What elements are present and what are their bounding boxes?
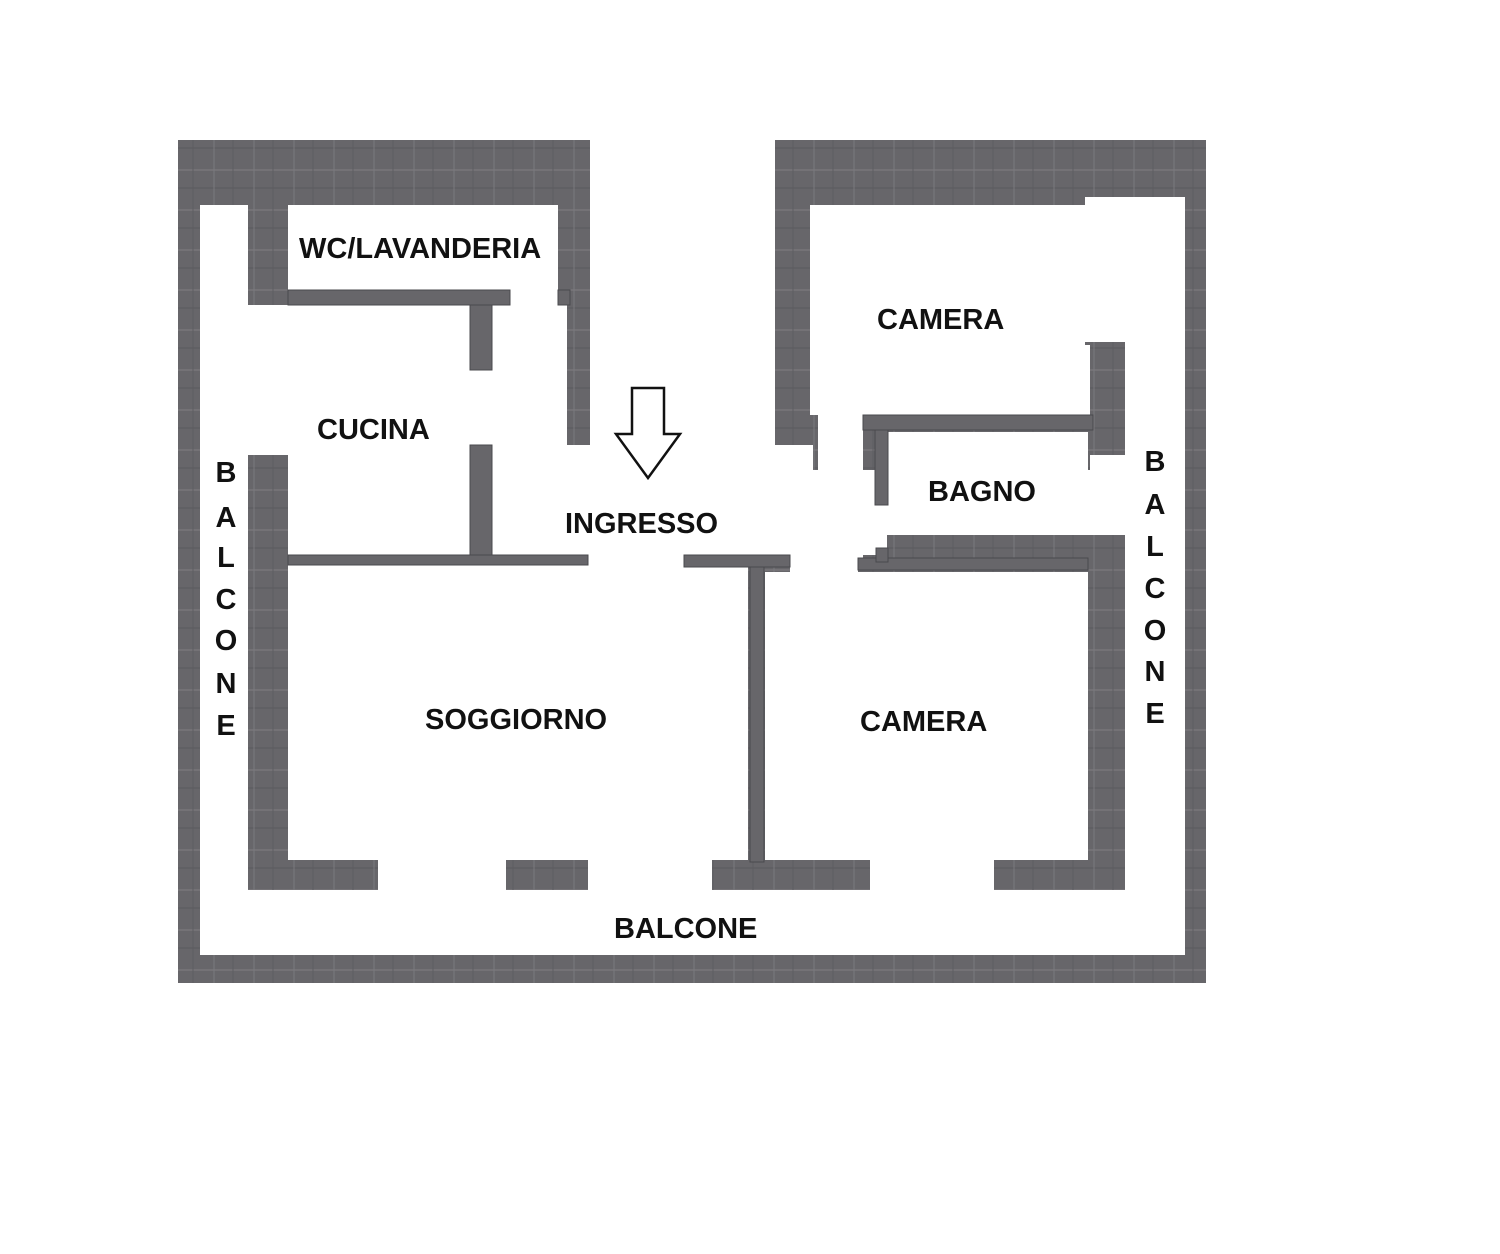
down-arrow-icon [613, 386, 683, 481]
label-camera-top: CAMERA [877, 304, 1004, 336]
balcone-right-letter: C [1145, 573, 1166, 605]
balcone-left-letter: O [215, 625, 238, 657]
partition-walls [287, 289, 1094, 863]
entrance-recess [590, 140, 775, 445]
balcone-right-letter: L [1146, 531, 1164, 563]
balcone-right-letter: N [1145, 656, 1166, 688]
balcone-left-letter: L [217, 542, 235, 574]
balcone-left-letter: N [216, 668, 237, 700]
label-camera-bottom: CAMERA [860, 706, 987, 738]
balcone-left-letter: C [216, 584, 237, 616]
balcone-left-letter: B [216, 457, 237, 489]
label-cucina: CUCINA [317, 414, 430, 446]
floor-areas [200, 197, 1185, 955]
balcone-right-letter: E [1145, 698, 1164, 730]
label-balcone-right: B A L C O N E [1144, 446, 1167, 730]
balcone-right-letter: O [1144, 615, 1167, 647]
balcone-right-letter: A [1145, 489, 1166, 521]
label-soggiorno: SOGGIORNO [425, 704, 607, 736]
label-bagno: BAGNO [928, 476, 1036, 508]
balcone-left-letter: E [216, 710, 235, 742]
balcone-left-letter: A [216, 502, 237, 534]
balcone-right-letter: B [1145, 446, 1166, 478]
label-balcone-left: B A L C O N E [215, 457, 238, 742]
label-wc-lavanderia: WC/LAVANDERIA [299, 233, 541, 265]
label-balcone-bottom: BALCONE [614, 913, 757, 945]
label-ingresso: INGRESSO [565, 508, 718, 540]
